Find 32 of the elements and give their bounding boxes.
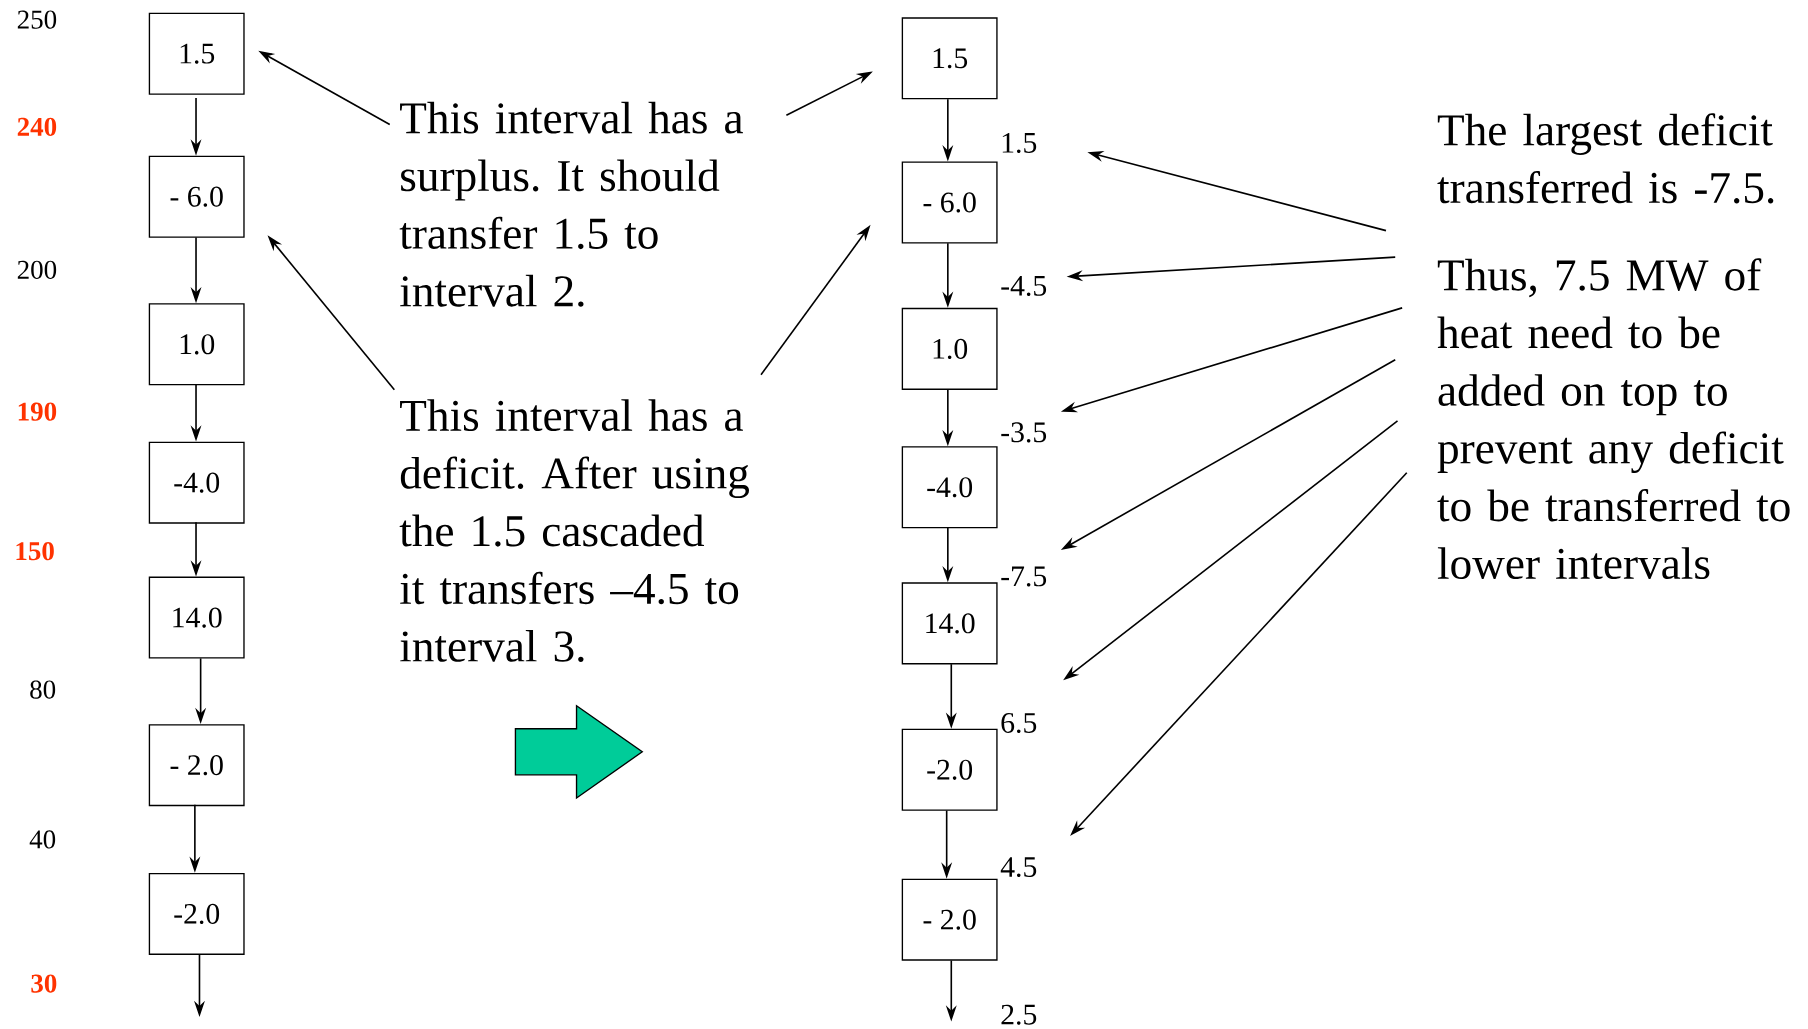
cascade-value: 6.5	[1001, 713, 1037, 734]
value-box: - 2.0	[901, 878, 998, 961]
value-box: 1.0	[148, 303, 245, 386]
value-box: - 6.0	[901, 161, 998, 244]
cascade-value: 2.5	[1001, 1004, 1037, 1025]
temperature-label: 40	[29, 830, 56, 849]
temperature-label: 150	[16, 542, 54, 561]
value-box: 14.0	[901, 582, 998, 665]
temperature-label: 250	[17, 10, 57, 29]
cascade-value: -3.5	[1001, 422, 1047, 443]
cascade-value: -7.5	[1001, 566, 1047, 587]
value-box: 1.5	[148, 12, 245, 95]
cascade-value: 4.5	[1000, 857, 1037, 878]
value-box: - 6.0	[148, 155, 245, 238]
value-box: 1.5	[901, 17, 998, 100]
value-box: - 2.0	[148, 724, 245, 807]
value-box: -2.0	[901, 729, 998, 812]
cascade-value: -4.5	[1001, 276, 1047, 297]
value-box: 1.0	[901, 308, 998, 391]
value-box: -2.0	[148, 873, 245, 956]
value-box: -4.0	[148, 441, 245, 524]
temperature-label: 190	[18, 402, 57, 421]
value-box: -4.0	[901, 446, 998, 529]
cascade-value: 1.5	[1002, 133, 1037, 154]
annotation-text: This interval has a surplus. It should transfer 1.5 to interval 2.	[399, 102, 743, 308]
value-box: 14.0	[148, 576, 245, 659]
annotation-text: This interval has a deficit. After using the 1.5 cascaded it transfers –4.5 to interval 3.	[399, 399, 749, 663]
temperature-label: 80	[30, 680, 56, 699]
annotation-text: The largest deficit transferred is -7.5. Thus, 7.5 MW of heat need to be added on top to prevent any deficit to be transferred to lower intervals	[1437, 113, 1790, 580]
temperature-label: 30	[31, 974, 57, 993]
temperature-label: 240	[17, 117, 57, 137]
temperature-label: 200	[17, 260, 57, 280]
